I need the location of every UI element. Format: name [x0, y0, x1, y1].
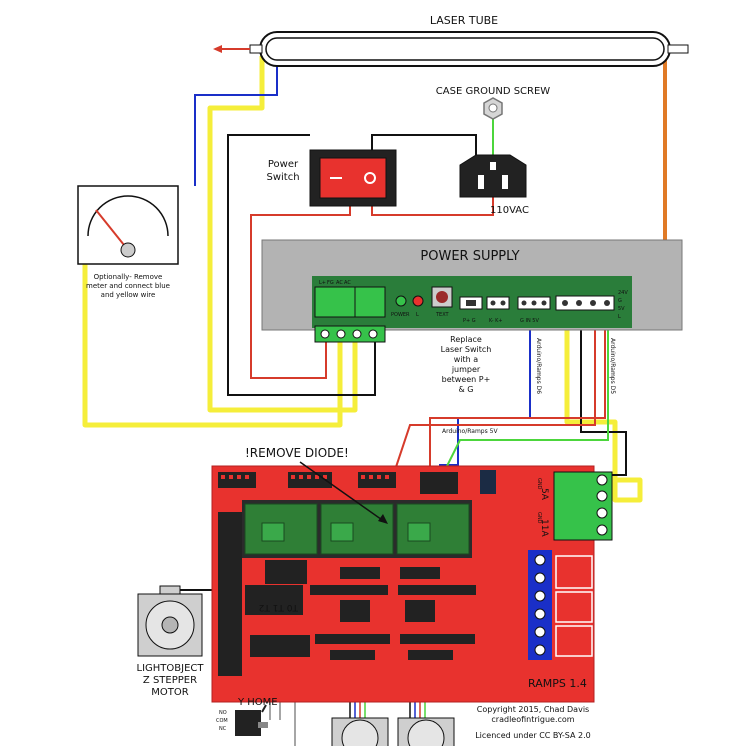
black-wire-switch [227, 134, 376, 396]
power-switch-label-2: Switch [266, 172, 299, 183]
ps-side-24v: 24V [618, 290, 628, 296]
5v-wire-label: Arduino/Ramps 5V [442, 428, 498, 435]
y-home-switch: Y HOME NO COM NC [216, 697, 278, 736]
meter-needle [95, 209, 129, 251]
gnd-label-2: GND [536, 512, 542, 524]
laser-arrow-icon [213, 45, 222, 53]
laser-tube-label: LASER TUBE [430, 14, 498, 27]
gnd-label-1: GND [536, 478, 542, 490]
case-ground-screw: CASE GROUND SCREW [436, 86, 551, 120]
red-wire-d5 [394, 305, 596, 471]
laser-tube: LASER TUBE [213, 14, 689, 67]
ps-terminal-4: AC [344, 280, 351, 286]
ps-g-in-5v-label: G IN 5V [520, 318, 539, 324]
z-stepper-motor: LIGHTOBJECT Z STEPPER MOTOR [137, 585, 205, 698]
ps-pg-label: P+ G [463, 318, 476, 324]
meter-note-3: and yellow wire [101, 291, 156, 299]
power-led-icon [395, 295, 407, 307]
replace-note: Replace Laser Switch with a jumper betwe… [441, 335, 492, 394]
ps-text-label: TEXT [435, 312, 450, 318]
meter-note-1: Optionally- Remove [94, 273, 163, 281]
power-supply: POWER SUPPLY L+ FG AC AC POWER L TEXT P+… [261, 239, 683, 343]
motor-label-2: Z STEPPER [143, 675, 197, 686]
vac-label: 110VAC [490, 205, 529, 216]
ps-terminal-3: AC [336, 280, 343, 286]
yellow-wire-5v [564, 303, 643, 503]
yellow-wires [82, 56, 643, 503]
remove-diode-arrow [299, 461, 386, 523]
green-wire-ramps [444, 305, 609, 490]
com-label: COM [216, 718, 228, 724]
ps-power-label: POWER [391, 312, 410, 318]
no-label: NO [219, 710, 227, 716]
replace-line-4: jumper [451, 365, 481, 374]
d6-wire-label: Arduino/Ramps D6 [535, 338, 542, 394]
ps-side-5v: 5V [618, 306, 625, 312]
ac-socket: 110VAC [459, 154, 529, 216]
yellow-wire-tube [207, 56, 358, 413]
yellow-wire-long [82, 262, 343, 428]
ps-side-g: G [618, 298, 622, 304]
remove-diode-label: !REMOVE DIODE! [245, 446, 349, 460]
meter: Optionally- Remove meter and connect blu… [77, 185, 179, 299]
ps-terminal-2: FG [327, 280, 334, 286]
red-wires [250, 193, 606, 471]
red-wire-switch [250, 193, 351, 379]
laser-led-icon [412, 295, 424, 307]
blue-wire [194, 52, 278, 186]
d5-wire-label: Arduino/Ramps D5 [609, 338, 616, 394]
copyright-1: Copyright 2015, Chad Davis [477, 705, 589, 714]
power-supply-title: POWER SUPPLY [420, 249, 519, 264]
ps-l-label: L [416, 312, 419, 318]
meter-note-2: meter and connect blue [86, 282, 170, 290]
ps-terminal-1: L+ [319, 280, 326, 286]
case-ground-label: CASE GROUND SCREW [436, 86, 551, 97]
replace-line-2: Laser Switch [441, 345, 492, 354]
licence: Licenced under CC BY-SA 2.0 [475, 731, 591, 740]
arrow-head-icon [378, 514, 388, 524]
fivea-label: 5A [539, 488, 549, 501]
motor-label-3: MOTOR [151, 687, 188, 698]
nc-label: NC [219, 726, 227, 732]
test-button-icon [436, 291, 448, 303]
yhome-label: Y HOME [237, 697, 278, 708]
ramps-label: RAMPS 1.4 [528, 677, 587, 690]
replace-line-1: Replace [450, 335, 482, 344]
stepper-motor-y [397, 717, 455, 746]
ramps-board: T0 T1 T2 GND 5A GND 11A RAMP [211, 465, 613, 703]
replace-line-5: between P+ [442, 375, 491, 384]
t0t1t2-label: T0 T1 T2 [259, 602, 299, 612]
blue-wire-d6 [439, 305, 531, 488]
power-switch: Power Switch [266, 149, 397, 207]
ps-side-l: L [618, 314, 621, 320]
power-switch-label-1: Power [268, 159, 299, 170]
replace-line-3: with a [454, 355, 479, 364]
motor-label-1: LIGHTOBJECT [137, 663, 205, 674]
copyright-2: cradleofintrigue.com [491, 715, 574, 724]
elevena-label: 11A [539, 519, 549, 537]
black-wire-d5 [580, 305, 627, 476]
stepper-motor-x [331, 717, 389, 746]
red-wire-5v [429, 303, 606, 470]
replace-line-6: & G [459, 385, 474, 394]
ps-kk-label: K- K+ [489, 318, 503, 324]
